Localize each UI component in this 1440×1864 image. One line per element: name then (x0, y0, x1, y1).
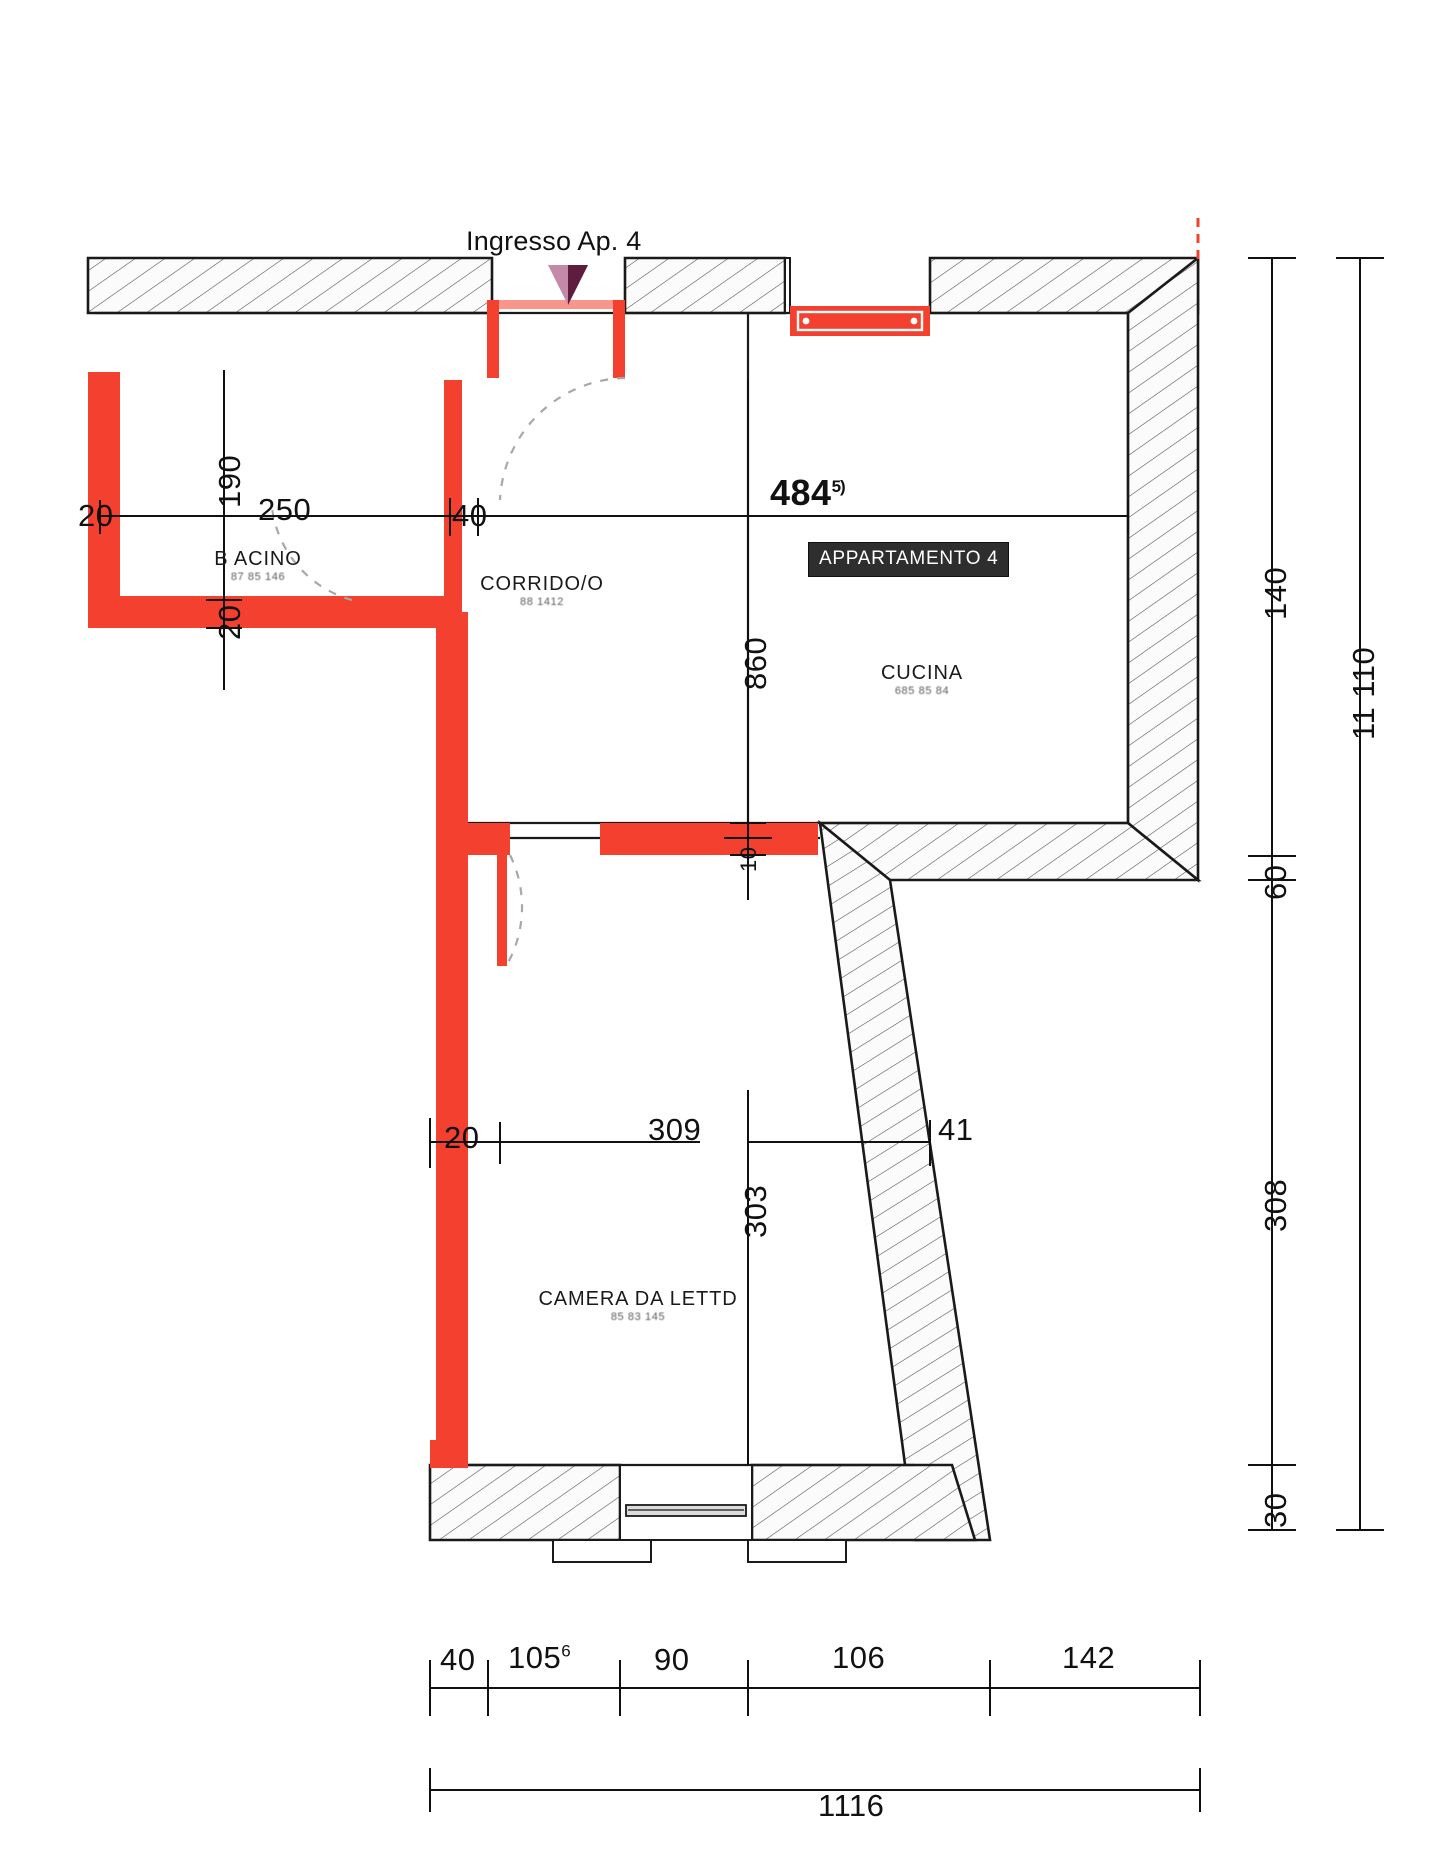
dimension-lines (99, 257, 1384, 1812)
dimension-bottom-40: 40 (440, 1642, 476, 1677)
dimension-right-30: 30 (1258, 1492, 1293, 1528)
dimension-860: 860 (738, 636, 773, 690)
dimension-20-below-bagno: 20 (212, 604, 247, 640)
structural-walls (86, 255, 1202, 1563)
room-name-corridoio: CORRIDO/O (480, 573, 604, 595)
dimension-bottom-106: 106 (832, 1640, 886, 1675)
dimension-right-total: 11 110 (1346, 646, 1381, 740)
red-walls (88, 300, 930, 1468)
room-label-camera: CAMERA DA LETTD 85 83 145 (478, 1288, 798, 1323)
dimension-bottom-90: 90 (654, 1642, 690, 1677)
room-area-bagno: 87 85 146 (230, 571, 286, 583)
ingresso-arrow-icon (548, 265, 588, 305)
dimension-20-left: 20 (78, 498, 114, 533)
door-swings (270, 376, 626, 969)
dimension-20-lower: 20 (444, 1120, 480, 1155)
dimension-bottom-total: 1116 (818, 1788, 885, 1823)
dimension-10: 10 (736, 846, 761, 872)
room-name-camera: CAMERA DA LETTD (538, 1288, 738, 1310)
room-name-bagno: B ACINO (214, 548, 302, 570)
dimension-right-308: 308 (1258, 1178, 1293, 1232)
dimension-250: 250 (258, 492, 312, 527)
room-area-cucina: 685 85 84 (894, 685, 950, 697)
dimension-right-140: 140 (1258, 566, 1293, 620)
dimension-303: 303 (738, 1184, 773, 1238)
room-name-cucina: CUCINA (880, 662, 964, 684)
dimension-bottom-142: 142 (1062, 1640, 1116, 1675)
dimension-bottom-105-value: 105 (508, 1640, 562, 1675)
dimension-40: 40 (452, 498, 488, 533)
dimension-41: 41 (938, 1112, 974, 1147)
kitchen-window (796, 310, 924, 332)
dimension-484: 4845) (770, 472, 846, 514)
room-area-camera: 85 83 145 (610, 1311, 666, 1323)
dimension-bottom-105-superscript: 6 (561, 1641, 571, 1661)
apartment-badge-wrap: APPARTAMENTO 4 (808, 542, 1010, 577)
room-label-cucina: CUCINA 685 85 84 (832, 662, 1012, 697)
dimension-right-60: 60 (1258, 864, 1293, 900)
dimension-484-superscript: 5) (831, 477, 846, 496)
room-label-bagno: B ACINO 87 85 146 (178, 548, 338, 583)
ingresso-note-label: Ingresso Ap. 4 (466, 226, 642, 256)
dimension-bottom-105: 1056 (508, 1640, 571, 1676)
apartment-badge: APPARTAMENTO 4 (808, 542, 1010, 577)
room-label-corridoio: CORRIDO/O 88 1412 (442, 573, 642, 608)
dimension-484-value: 484 (770, 472, 832, 513)
room-area-corridoio: 88 1412 (520, 596, 564, 608)
dimension-190: 190 (212, 454, 247, 508)
dimension-309: 309 (648, 1112, 702, 1147)
